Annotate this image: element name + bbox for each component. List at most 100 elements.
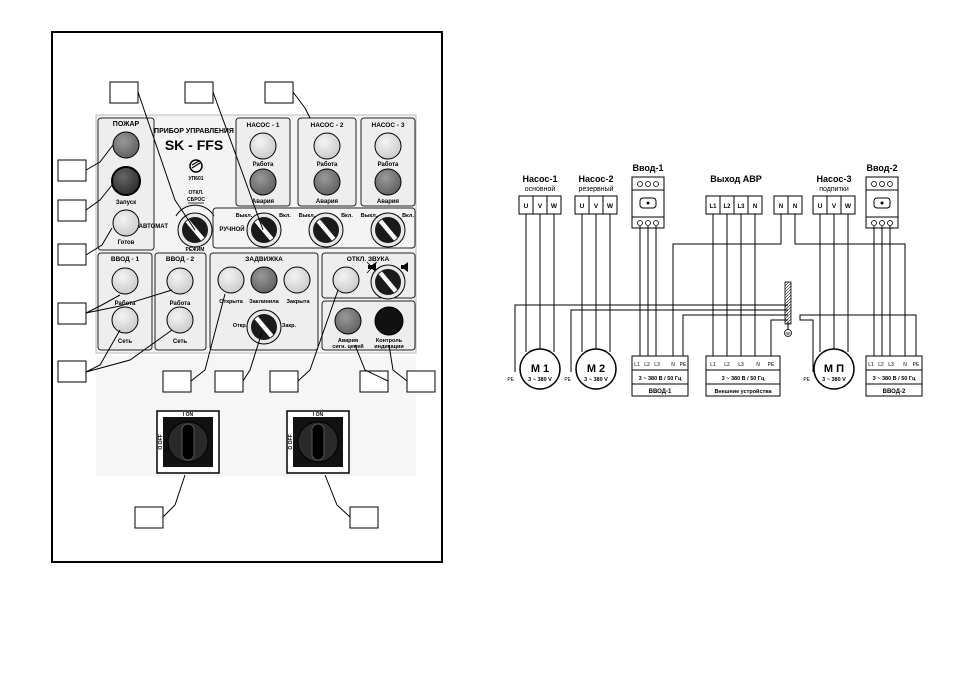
- manual-label: РУЧНОЙ: [219, 225, 244, 233]
- input2-title: Ввод-2: [866, 163, 897, 173]
- terminal-label: L3: [654, 362, 660, 368]
- input-1-net-label: Сеть: [118, 339, 133, 345]
- mode-auto-label: АВТОМАТ: [139, 224, 169, 230]
- terminal-label: U: [818, 203, 823, 210]
- callout-box: [359, 370, 389, 393]
- terminal-label: L3: [738, 362, 744, 368]
- callout-box: [57, 302, 87, 325]
- switch-2-handle[interactable]: [311, 423, 325, 461]
- terminal-label: W: [607, 203, 614, 210]
- pump-2-off-label: Выкл.: [299, 213, 316, 219]
- callout-box: [57, 199, 87, 222]
- callout-box: [214, 370, 244, 393]
- terminal-label: N: [756, 362, 760, 368]
- sound-off-button[interactable]: [332, 266, 360, 294]
- valve-open-cmd-label: Откр.: [233, 323, 248, 329]
- pe-busbar: [784, 281, 792, 325]
- terminal-label: L1: [710, 362, 716, 368]
- terminal-label: V: [832, 203, 837, 210]
- pump-3-alarm-lamp: [374, 168, 402, 196]
- valve-control-knob[interactable]: [246, 309, 282, 345]
- panel-code: УП601: [188, 176, 203, 182]
- pump-3-alarm-label: Авария: [377, 199, 400, 205]
- motor-m1-label: М 1: [531, 363, 549, 375]
- pump-1-box: [235, 117, 291, 207]
- callout-box: [109, 81, 139, 104]
- valve-header: ЗАДВИЖКА: [245, 256, 283, 263]
- input-1-work-lamp: [111, 267, 139, 295]
- pump-1-work-label: Работа: [253, 161, 274, 168]
- pump-2-switch-knob[interactable]: [308, 212, 344, 248]
- switch-1-handle[interactable]: [181, 423, 195, 461]
- callout-box: [162, 370, 192, 393]
- callout-box: [57, 159, 87, 182]
- input-1-box: [97, 252, 153, 351]
- pump-3-work-lamp: [374, 132, 402, 160]
- input2-rating: 3 ~ 380 В / 50 Гц: [873, 376, 916, 382]
- callout-box: [184, 81, 214, 104]
- terminal-label: N: [903, 362, 907, 368]
- pump-3-box: [360, 117, 416, 207]
- fire-lamp: [112, 131, 140, 159]
- start-button[interactable]: [111, 166, 141, 196]
- terminal-label: L2: [878, 362, 884, 368]
- terminal-label: L2: [644, 362, 650, 368]
- pump-3-work-label: Работа: [378, 161, 399, 168]
- pump-1-alarm-lamp: [249, 168, 277, 196]
- callout-box: [57, 360, 87, 383]
- terminal-label: L2: [723, 204, 731, 210]
- ready-label: Готов: [118, 240, 135, 246]
- alarm-circuits-line1: Авария: [338, 338, 358, 344]
- terminal-label: U: [524, 203, 529, 210]
- valve-closed-label: Закрыта: [286, 299, 310, 305]
- terminal-label: L1: [634, 362, 640, 368]
- ready-lamp: [112, 209, 140, 237]
- input1-terminal-box: [631, 355, 689, 397]
- indication-line1: Контроль: [376, 338, 403, 344]
- pump-2-alarm-lamp: [313, 168, 341, 196]
- pump-2-header: НАСОС - 2: [311, 122, 344, 129]
- pump-3-header: НАСОС - 3: [372, 122, 405, 129]
- pump1-title: Насос-1: [523, 174, 558, 184]
- motor-m1-pe: PE: [507, 377, 514, 383]
- panel-title: ПРИБОР УПРАВЛЕНИЯ: [154, 128, 234, 135]
- callout-leaders: [85, 91, 408, 518]
- pump-1-group: НАСОС - 1 Работа Авария Выкл. Вкл.: [235, 117, 291, 248]
- pump-1-work-lamp: [249, 132, 277, 160]
- terminal-label: W: [551, 203, 558, 210]
- input1-caption: ВВОД-1: [649, 389, 672, 395]
- pump-2-work-label: Работа: [317, 161, 338, 168]
- pump2-title: Насос-2: [579, 174, 614, 184]
- alarm-circuits-lamp: [334, 307, 362, 335]
- valve-close-cmd-label: Закр.: [282, 323, 297, 329]
- pump3-title: Насос-3: [817, 174, 852, 184]
- input-1-net-lamp: [111, 306, 139, 334]
- pump-3-switch-knob[interactable]: [370, 212, 406, 248]
- sound-selector-knob[interactable]: [370, 264, 406, 300]
- mode-reset-line2: СБРОС: [187, 197, 205, 203]
- valve-group: ЗАДВИЖКА Открыта Заклинила Закрыта Откр.…: [209, 252, 319, 351]
- motor-mp-label: М П: [824, 363, 844, 375]
- input1-rating: 3 ~ 380 В / 50 Гц: [639, 376, 682, 382]
- motor-mp-pe: PE: [803, 377, 810, 383]
- avr-title: Выход АВР: [710, 174, 762, 184]
- switch-2-on-label: I ON: [313, 412, 324, 418]
- pump3-sub: подпитки: [819, 186, 849, 193]
- start-label: Запуск: [116, 200, 136, 206]
- indicator-group: Авария сигн. цепей Контроль индикации: [321, 300, 416, 351]
- manual-row-box: [212, 207, 416, 249]
- indication-test-button[interactable]: [374, 306, 404, 336]
- ground-icon: [784, 329, 792, 337]
- motor-m1-rating: 3 ~ 380 V: [528, 377, 552, 383]
- pump-1-switch-knob[interactable]: [246, 212, 282, 248]
- wires: [514, 214, 917, 372]
- pump2-sub: резервный: [578, 185, 613, 193]
- brand-logo-icon: [189, 159, 203, 173]
- terminal-label: L1: [868, 362, 874, 368]
- sound-group: ОТКЛ. ЗВУКА: [321, 252, 416, 300]
- valve-open-label: Открыта: [219, 299, 243, 305]
- terminal-label: W: [845, 203, 852, 210]
- terminal-label: L3: [737, 204, 745, 210]
- mode-arc: [175, 204, 215, 217]
